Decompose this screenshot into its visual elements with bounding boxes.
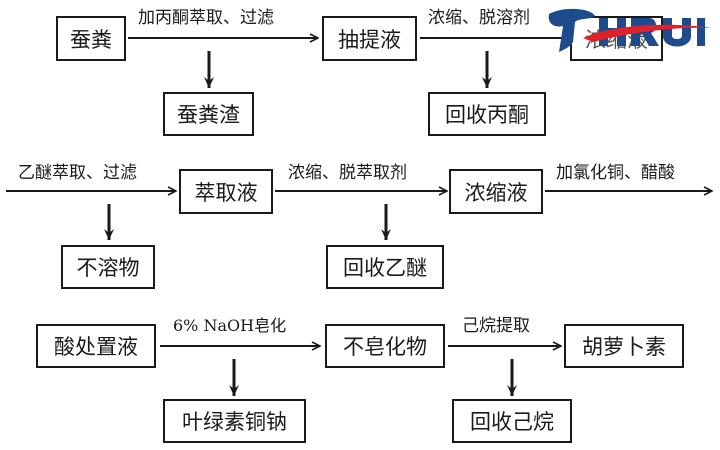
byproduct-recovered-hexane: 回收己烷	[452, 399, 572, 443]
logo-swoosh-icon	[583, 24, 711, 42]
step-acetone-extraction: 加丙酮萃取、过滤	[138, 8, 274, 28]
step-concentrate-remove-extractant: 浓缩、脱萃取剂	[288, 163, 407, 183]
node-extract-liquid: 抽提液	[322, 16, 417, 61]
byproduct-feces-residue: 蚕粪渣	[163, 92, 254, 136]
step-concentrate-desolvent: 浓缩、脱溶剂	[428, 8, 530, 28]
node-acid-treated-liquid: 酸处置液	[36, 324, 156, 368]
byproduct-sodium-copper-chlorophyllin: 叶绿素铜钠	[163, 399, 306, 443]
node-concentrate-row2: 浓缩液	[449, 169, 543, 214]
step-add-copper-chloride-acetic-acid: 加氯化铜、醋酸	[556, 163, 675, 183]
byproduct-insoluble: 不溶物	[61, 245, 155, 289]
logo-emblem-icon	[548, 8, 595, 53]
node-extraction-liquid: 萃取液	[179, 169, 273, 214]
step-ether-extraction: 乙醚萃取、过滤	[18, 163, 137, 183]
step-naoh-saponification: 6% NaOH皂化	[173, 316, 287, 335]
byproduct-recovered-acetone: 回收丙酮	[428, 92, 546, 136]
hrui-logo	[548, 8, 711, 53]
step-hexane-extraction: 己烷提取	[462, 316, 530, 336]
node-silkworm-feces: 蚕粪	[56, 16, 126, 61]
node-unsaponifiable: 不皂化物	[325, 324, 445, 368]
node-carotene: 胡萝卜素	[564, 324, 684, 368]
byproduct-recovered-ether: 回收乙醚	[326, 245, 444, 289]
